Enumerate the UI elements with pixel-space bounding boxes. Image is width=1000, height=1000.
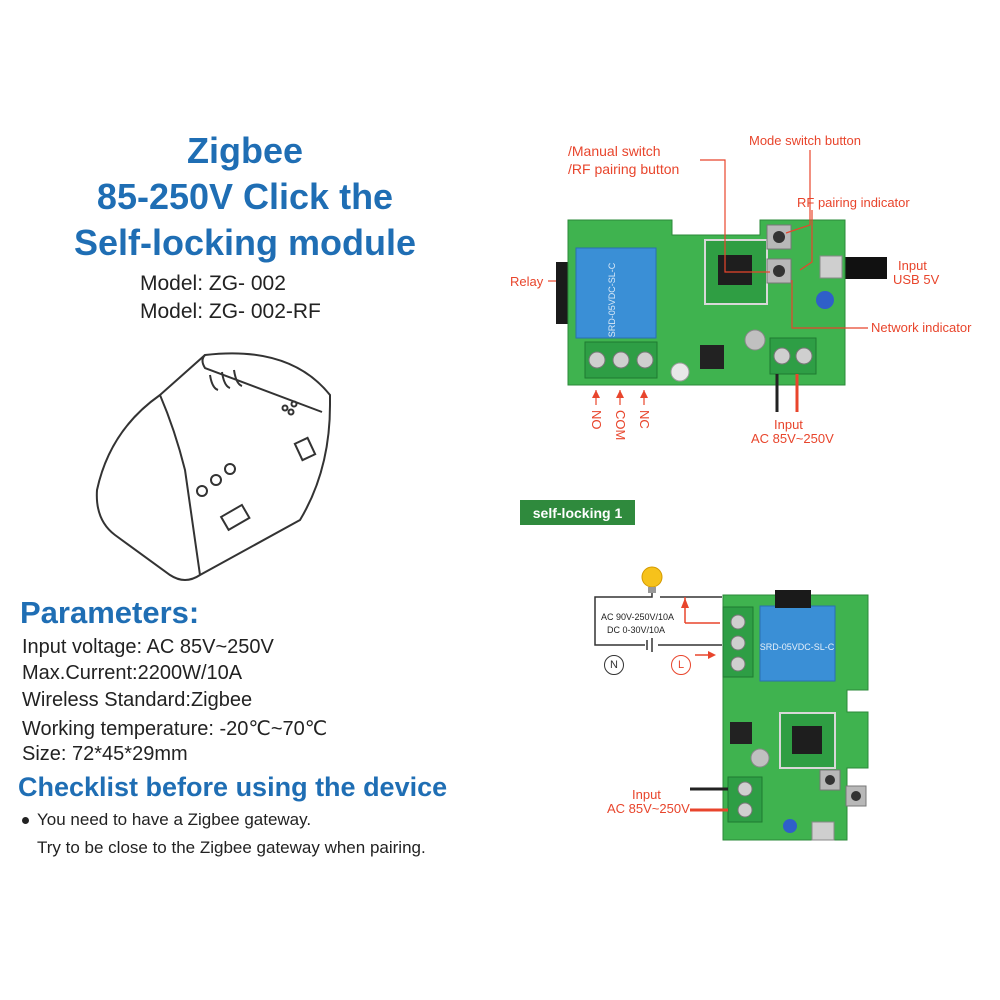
param-wireless: Wireless Standard:Zigbee xyxy=(22,689,253,711)
self-locking-tag: self-locking 1 xyxy=(520,500,635,525)
label-nc: NC xyxy=(637,410,652,429)
label-mode-switch: Mode switch button xyxy=(749,133,862,148)
model-2: Model: ZG- 002-RF xyxy=(140,300,321,323)
param-temperature: Working temperature: -20℃~70℃ xyxy=(22,718,328,740)
label-network-indicator: Network indicator xyxy=(871,320,972,335)
param-input-voltage: Input voltage: AC 85V~250V xyxy=(22,636,274,658)
parameters-heading: Parameters: xyxy=(20,595,200,630)
label-manual-switch: /Manual switch xyxy=(568,143,661,159)
label-input-ac-2: AC 85V~250V xyxy=(751,431,834,446)
label-no: NO xyxy=(589,410,604,430)
label-rf-pairing-button: /RF pairing button xyxy=(568,161,680,177)
label-relay: Relay xyxy=(510,274,544,289)
label-com: COM xyxy=(613,410,628,441)
label-input-ac-1: Input xyxy=(774,417,803,432)
label-input-usb-1: Input xyxy=(898,258,927,273)
label-input-2-line-1: Input xyxy=(632,787,661,802)
checklist-heading: Checklist before using the device xyxy=(18,772,448,802)
title-line-3: Self-locking module xyxy=(73,222,417,263)
title-line-1: Zigbee xyxy=(186,130,303,171)
label-input-usb-2: USB 5V xyxy=(893,272,940,287)
param-max-current: Max.Current:2200W/10A xyxy=(22,662,243,684)
checklist-item-2: Try to be close to the Zigbee gateway wh… xyxy=(37,838,426,857)
svg-text:SRD-05VDC-SL-C: SRD-05VDC-SL-C xyxy=(607,262,617,337)
checklist-item-1: You need to have a Zigbee gateway. xyxy=(37,810,312,829)
neutral-icon: N xyxy=(604,655,624,675)
model-1: Model: ZG- 002 xyxy=(140,272,286,295)
live-icon: L xyxy=(671,655,691,675)
bullet-icon xyxy=(22,817,29,824)
load-rating-ac: AC 90V-250V/10A xyxy=(601,612,675,622)
param-size: Size: 72*45*29mm xyxy=(22,743,188,765)
title-line-2: 85-250V Click the xyxy=(96,176,394,217)
label-input-2-line-2: AC 85V~250V xyxy=(607,801,690,816)
label-rf-indicator: RF pairing indicator xyxy=(797,195,910,210)
load-rating-dc: DC 0-30V/10A xyxy=(607,625,666,635)
svg-text:SRD-05VDC-SL-C: SRD-05VDC-SL-C xyxy=(760,642,835,652)
